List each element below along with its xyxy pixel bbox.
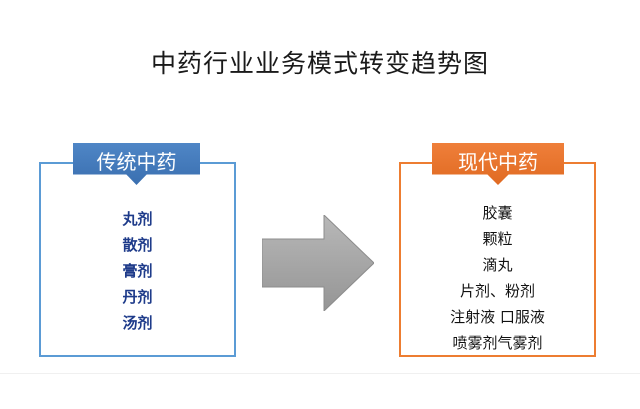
list-item: 汤剂 (122, 314, 153, 332)
diagram-title: 中药行业业务模式转变趋势图 (150, 49, 489, 78)
list-item: 注射液 口服液 (450, 308, 545, 326)
modern-list: 胶囊 颗粒 滴丸 片剂、粉剂 注射液 口服液 喷雾剂气雾剂 (399, 200, 596, 356)
divider (0, 373, 640, 374)
traditional-list: 丸剂 散剂 膏剂 丹剂 汤剂 (39, 206, 236, 336)
list-item: 喷雾剂气雾剂 (452, 334, 543, 352)
modern-label: 现代中药 (458, 150, 538, 174)
list-item: 片剂、粉剂 (459, 282, 535, 300)
list-item: 膏剂 (122, 262, 153, 280)
list-item: 滴丸 (482, 256, 513, 274)
traditional-label: 传统中药 (96, 150, 177, 174)
list-item: 散剂 (122, 236, 153, 254)
list-item: 胶囊 (482, 204, 513, 222)
traditional-panel (39, 162, 236, 357)
list-item: 丹剂 (122, 288, 153, 306)
list-item: 丸剂 (122, 210, 153, 228)
right-arrow-icon (262, 215, 374, 311)
list-item: 颗粒 (482, 230, 513, 248)
